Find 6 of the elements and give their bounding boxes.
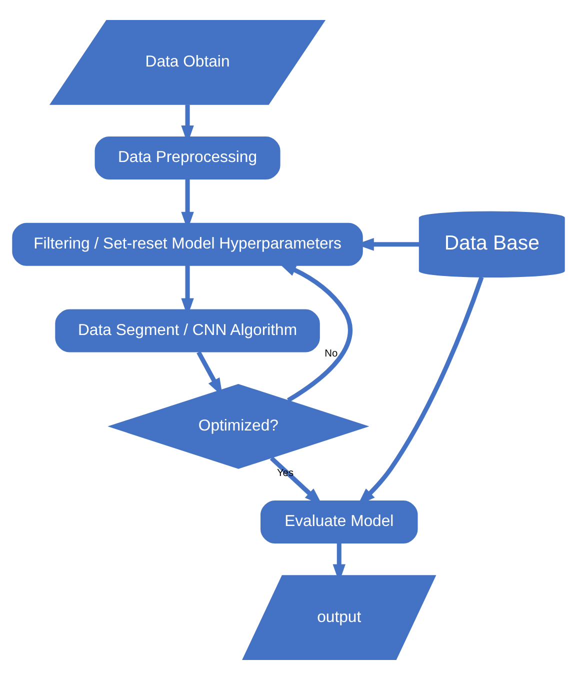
- node-box: Filtering / Set-reset Model Hyperparameters: [12, 222, 363, 266]
- node-box: Data Preprocessing: [94, 136, 280, 179]
- node-box: Evaluate Model: [260, 500, 418, 543]
- node-diamond: Optimized?: [108, 383, 370, 468]
- node-box: Data Segment / CNN Algorithm: [55, 308, 320, 352]
- edge-label: No: [324, 348, 338, 359]
